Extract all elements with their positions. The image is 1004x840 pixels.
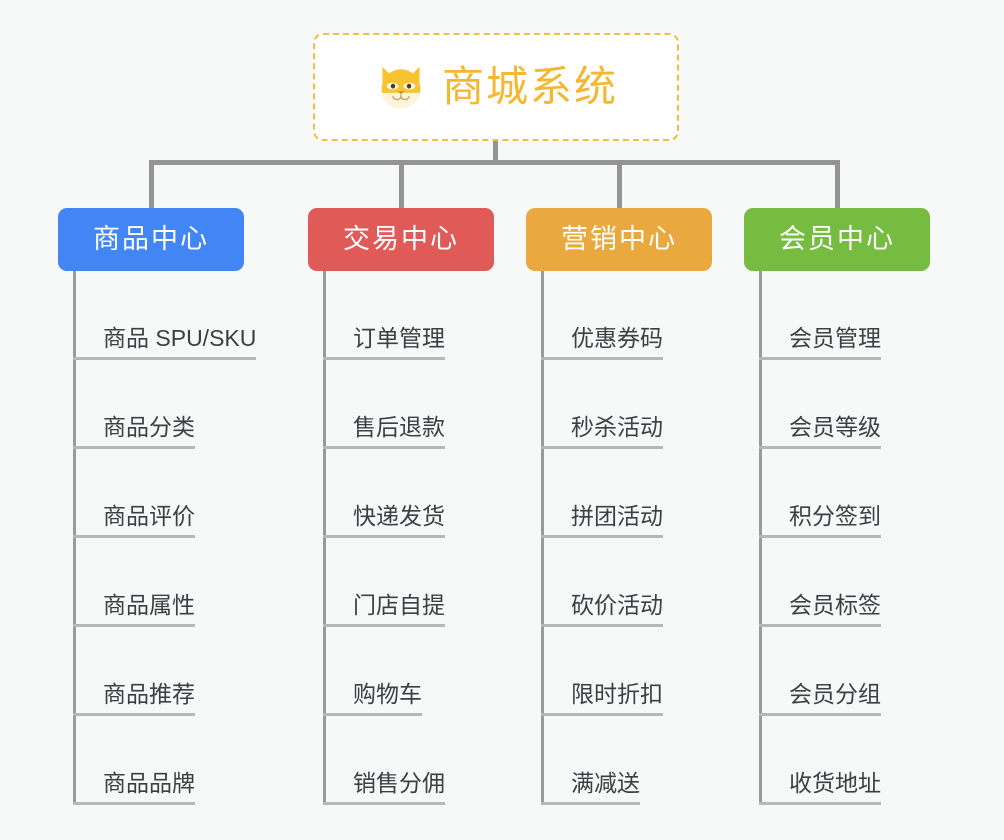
leaf-label: 商品分类 bbox=[73, 414, 195, 449]
leaf-label: 会员分组 bbox=[759, 681, 881, 716]
connector-drop-4 bbox=[835, 160, 840, 209]
connector-root-stem bbox=[493, 141, 498, 165]
category-label-1: 商品中心 bbox=[93, 224, 209, 254]
list-item[interactable]: 商品分类 bbox=[73, 360, 244, 449]
leaf-label: 收货地址 bbox=[759, 770, 881, 805]
category-label-3: 营销中心 bbox=[561, 224, 677, 254]
leaf-list-2: 订单管理 售后退款 快递发货 门店自提 购物车 销售分佣 bbox=[308, 271, 494, 805]
list-item[interactable]: 会员等级 bbox=[759, 360, 930, 449]
list-item[interactable]: 商品 SPU/SKU bbox=[73, 271, 257, 360]
leaf-label: 会员标签 bbox=[759, 592, 881, 627]
leaf-label: 会员管理 bbox=[759, 325, 881, 360]
connector-horizontal-bus bbox=[149, 160, 840, 165]
connector-drop-3 bbox=[617, 160, 622, 209]
category-box-1[interactable]: 商品中心 bbox=[58, 208, 244, 271]
leaf-list-4: 会员管理 会员等级 积分签到 会员标签 会员分组 收货地址 bbox=[744, 271, 930, 805]
list-item[interactable]: 订单管理 bbox=[323, 271, 494, 360]
leaf-label: 售后退款 bbox=[323, 414, 445, 449]
list-item[interactable]: 拼团活动 bbox=[541, 449, 712, 538]
leaf-label: 快递发货 bbox=[323, 503, 445, 538]
list-item[interactable]: 快递发货 bbox=[323, 449, 494, 538]
branch-column-4: 会员中心 会员管理 会员等级 积分签到 会员标签 会员分组 收货地址 bbox=[744, 208, 930, 805]
connector-drop-2 bbox=[399, 160, 404, 209]
leaf-label: 购物车 bbox=[323, 681, 422, 716]
list-item[interactable]: 秒杀活动 bbox=[541, 360, 712, 449]
leaf-label: 订单管理 bbox=[323, 325, 445, 360]
list-item[interactable]: 限时折扣 bbox=[541, 627, 712, 716]
leaf-label: 销售分佣 bbox=[323, 770, 445, 805]
list-item[interactable]: 收货地址 bbox=[759, 716, 930, 805]
list-item[interactable]: 会员管理 bbox=[759, 271, 930, 360]
list-item[interactable]: 满减送 bbox=[541, 716, 712, 805]
leaf-list-1: 商品 SPU/SKU 商品分类 商品评价 商品属性 商品推荐 商品品牌 bbox=[58, 271, 257, 805]
list-item[interactable]: 积分签到 bbox=[759, 449, 930, 538]
branch-column-2: 交易中心 订单管理 售后退款 快递发货 门店自提 购物车 销售分佣 bbox=[308, 208, 494, 805]
category-box-2[interactable]: 交易中心 bbox=[308, 208, 494, 271]
list-item[interactable]: 商品评价 bbox=[73, 449, 244, 538]
root-node[interactable]: 商城系统 bbox=[313, 33, 679, 141]
list-item[interactable]: 砍价活动 bbox=[541, 538, 712, 627]
leaf-label: 满减送 bbox=[541, 770, 640, 805]
leaf-label: 秒杀活动 bbox=[541, 414, 663, 449]
shiba-dog-face-icon bbox=[381, 66, 421, 110]
category-box-3[interactable]: 营销中心 bbox=[526, 208, 712, 271]
leaf-label: 商品 SPU/SKU bbox=[73, 325, 257, 360]
category-label-4: 会员中心 bbox=[779, 224, 895, 254]
list-item[interactable]: 售后退款 bbox=[323, 360, 494, 449]
list-item[interactable]: 会员分组 bbox=[759, 627, 930, 716]
list-item[interactable]: 商品推荐 bbox=[73, 627, 244, 716]
leaf-label: 积分签到 bbox=[759, 503, 881, 538]
branch-column-3: 营销中心 优惠券码 秒杀活动 拼团活动 砍价活动 限时折扣 满减送 bbox=[526, 208, 712, 805]
connector-drop-1 bbox=[149, 160, 154, 209]
leaf-label: 商品品牌 bbox=[73, 770, 195, 805]
leaf-label: 拼团活动 bbox=[541, 503, 663, 538]
list-item[interactable]: 门店自提 bbox=[323, 538, 494, 627]
category-box-4[interactable]: 会员中心 bbox=[744, 208, 930, 271]
leaf-label: 限时折扣 bbox=[541, 681, 663, 716]
leaf-label: 商品评价 bbox=[73, 503, 195, 538]
list-item[interactable]: 购物车 bbox=[323, 627, 494, 716]
leaf-label: 门店自提 bbox=[323, 592, 445, 627]
root-title: 商城系统 bbox=[441, 63, 618, 110]
leaf-label: 砍价活动 bbox=[541, 592, 663, 627]
leaf-label: 会员等级 bbox=[759, 414, 881, 449]
list-item[interactable]: 优惠券码 bbox=[541, 271, 712, 360]
branch-column-1: 商品中心 商品 SPU/SKU 商品分类 商品评价 商品属性 商品推荐 商品品牌 bbox=[58, 208, 257, 805]
category-label-2: 交易中心 bbox=[343, 224, 459, 254]
list-item[interactable]: 销售分佣 bbox=[323, 716, 494, 805]
leaf-label: 商品属性 bbox=[73, 592, 195, 627]
leaf-label: 商品推荐 bbox=[73, 681, 195, 716]
list-item[interactable]: 商品属性 bbox=[73, 538, 244, 627]
list-item[interactable]: 商品品牌 bbox=[73, 716, 244, 805]
list-item[interactable]: 会员标签 bbox=[759, 538, 930, 627]
leaf-list-3: 优惠券码 秒杀活动 拼团活动 砍价活动 限时折扣 满减送 bbox=[526, 271, 712, 805]
leaf-label: 优惠券码 bbox=[541, 325, 663, 360]
